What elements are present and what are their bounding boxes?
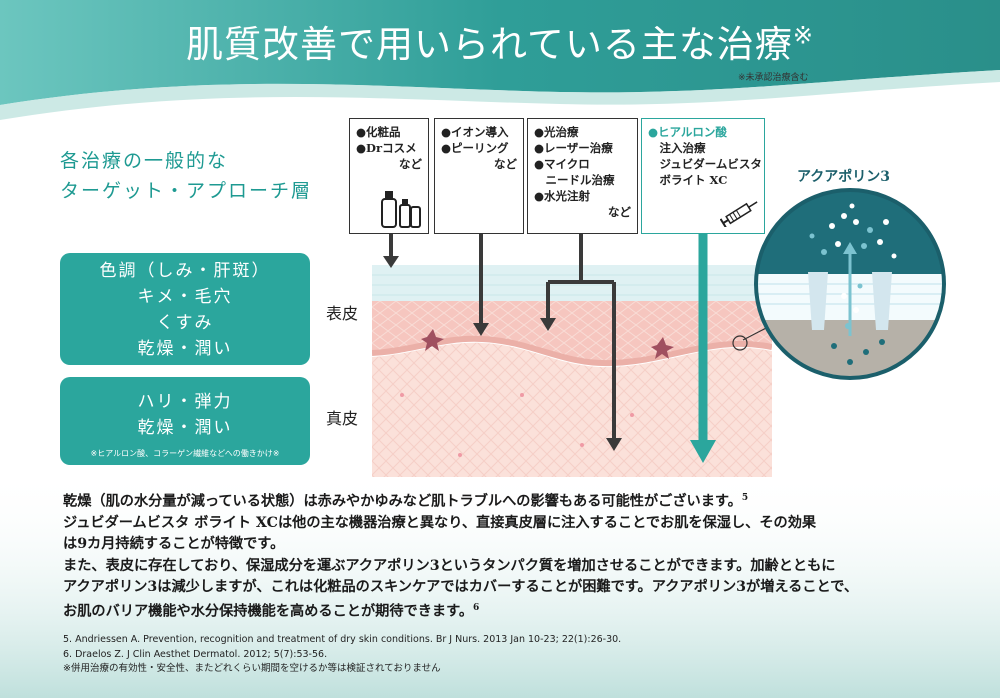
epidermis-label: 表皮 [326, 304, 359, 323]
body-paragraph-1: 乾燥（肌の水分量が減っている状態）は赤みやかゆみなど肌トラブルへの影響もある可能… [63, 493, 749, 510]
references: 5. Andriessen A. Prevention, recognition… [63, 633, 621, 677]
body-paragraph-3c: お肌のバリア機能や水分保持機能を高めることが期待できます。6 [63, 603, 480, 620]
cosmetics-bottles-icon [381, 191, 421, 228]
treatment-box-light-laser: ●光治療 ●レーザー治療 ●マイクロ ニードル治療 ●水光注射 など [527, 118, 638, 234]
combination-note: ※併用治療の有効性・安全性、またどれくらい期間を空けるか等は検証されておりません [63, 663, 441, 674]
treatment-box-iontophoresis: ●イオン導入 ●ピーリング など [434, 118, 524, 234]
dermis-concerns-box: ハリ・弾力 乾燥・潤い ※ヒアルロン酸、コラーゲン繊維などへの働きかけ※ [60, 377, 310, 465]
pigment-spot-2 [651, 337, 674, 359]
reference-6: 6. Draelos Z. J Clin Aesthet Dermatol. 2… [63, 648, 328, 660]
epidermis-concerns-box: 色調（しみ・肝斑） キメ・毛穴 くすみ 乾燥・潤い [60, 253, 310, 365]
aquaporin-label: アクアポリン3 [797, 169, 891, 185]
body-paragraph-2a: ジュビダームビスタ ボライト XCは他の主な機器治療と異なり、直接真皮層に注入す… [63, 515, 817, 532]
body-text: 乾燥（肌の水分量が減っている状態）は赤みやかゆみなど肌トラブルへの影響もある可能… [63, 488, 983, 623]
dermis-layer [372, 342, 772, 477]
section-heading: 各治療の一般的な ターゲット・アプローチ層 [60, 150, 313, 202]
skin-diagram [372, 265, 772, 477]
reference-5: 5. Andriessen A. Prevention, recognition… [63, 634, 622, 645]
header: 肌質改善で用いられている主な治療※ ※未承認治療含む [0, 0, 1000, 120]
unapproved-note: ※未承認治療含む [738, 73, 809, 83]
treatment-box-hyaluronic: ●ヒアルロン酸 注入治療 ジュビダームビスタ ボライト XC [641, 118, 765, 234]
pigment-spot-1 [421, 329, 444, 351]
syringe-icon [720, 201, 758, 227]
body-paragraph-3b: アクアポリン3は減少しますが、これは化粧品のスキンケアではカバーすることが困難で… [63, 578, 859, 595]
bottom-background [0, 470, 1000, 698]
body-paragraph-3a: また、表皮に存在しており、保湿成分を運ぶアクアポリン3というタンパク質を増加させ… [63, 557, 836, 574]
header-background [0, 0, 1000, 120]
page-title: 肌質改善で用いられている主な治療※ [186, 21, 814, 66]
aquaporin-illustration [754, 188, 946, 380]
body-paragraph-2b: は9カ月持続することが特徴です。 [63, 536, 285, 553]
dermis-label: 真皮 [326, 409, 359, 428]
hyaluronic-arrow [690, 234, 716, 463]
treatment-box-cosmetics: ●化粧品 ●Drコスメ など [349, 118, 429, 234]
